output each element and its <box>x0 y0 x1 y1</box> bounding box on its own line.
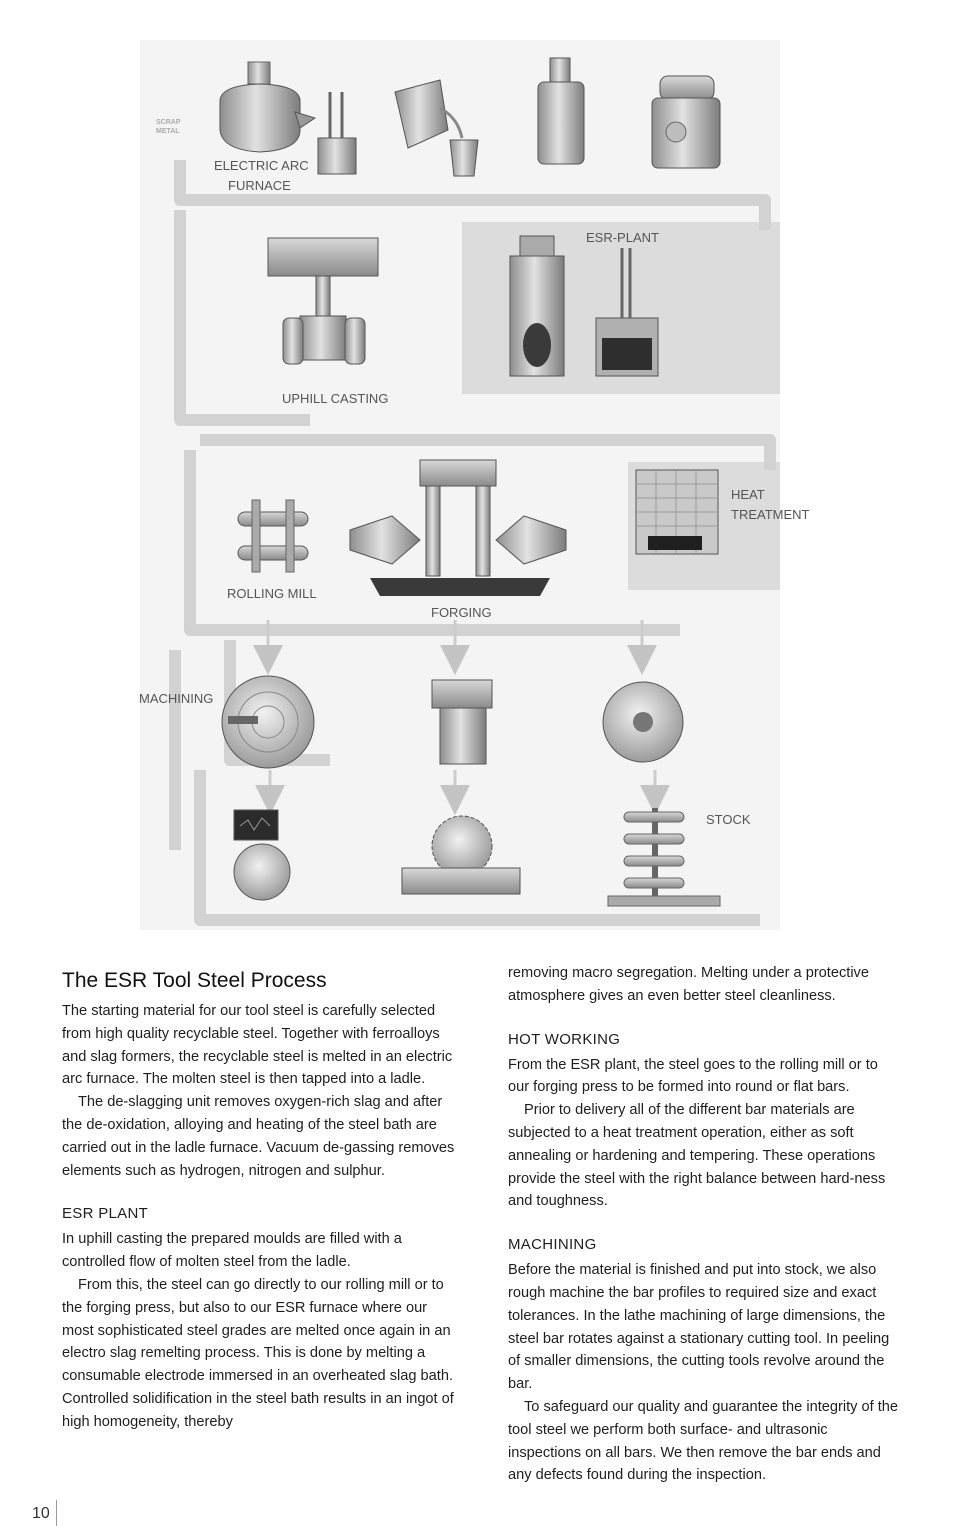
uphill-casting-label: UPHILL CASTING <box>282 391 389 406</box>
intro-paragraph-1: The starting material for our tool steel… <box>62 1003 453 1088</box>
peeling-machine-illustration <box>431 679 493 765</box>
uphill-casting-illustration <box>267 237 379 365</box>
machining-label: MACHINING <box>139 691 214 706</box>
machining-paragraph-2: To safeguard our quality and guarantee t… <box>508 1398 899 1484</box>
esr-paragraph-1: In uphill casting the prepared moulds ar… <box>62 1231 402 1271</box>
electric-arc-furnace-label: ELECTRIC ARC FURNACE <box>214 158 309 193</box>
vacuum-degassing-illustration <box>537 57 585 165</box>
ultrasonic-inspection-illustration <box>233 809 291 901</box>
esr-paragraph-3: removing macro segregation. Melting unde… <box>508 965 869 1004</box>
article-left-column: The ESR Tool Steel Process The starting … <box>62 968 462 1434</box>
stock-rack-illustration <box>607 808 721 907</box>
hot-working-paragraph-2: Prior to delivery all of the different b… <box>508 1102 886 1210</box>
esr-plant-illustration <box>509 235 659 377</box>
lathe-illustration <box>221 675 315 769</box>
flow-arrows <box>253 620 670 815</box>
page-number-divider <box>56 1500 57 1526</box>
machining-paragraph-1: Before the material is finished and put … <box>508 1262 890 1393</box>
heat-treatment-illustration <box>635 469 719 555</box>
forging-press-illustration <box>349 459 567 596</box>
stock-label: STOCK <box>706 812 751 827</box>
chuck-illustration <box>602 681 684 763</box>
machining-heading: MACHINING <box>508 1236 597 1254</box>
rolling-mill-label: ROLLING MILL <box>227 586 317 601</box>
ladle-furnace-illustration <box>651 75 721 169</box>
hot-working-paragraph-1: From the ESR plant, the steel goes to th… <box>508 1056 878 1096</box>
electric-arc-furnace-illustration <box>219 61 357 175</box>
page-number: 10 <box>32 1505 50 1522</box>
esr-plant-heading: ESR PLANT <box>62 1205 149 1223</box>
article-title: The ESR Tool Steel Process <box>62 969 327 992</box>
forging-label: FORGING <box>431 605 492 620</box>
esr-plant-label: ESR-PLANT <box>586 230 659 245</box>
process-diagram: SCRAP METAL <box>139 40 810 930</box>
heat-treatment-label: HEAT TREATMENT <box>731 487 810 522</box>
saw-illustration <box>401 815 521 895</box>
ladle-illustration <box>394 79 479 177</box>
rolling-mill-illustration <box>237 499 309 573</box>
intro-paragraph-2: The de-slagging unit removes oxygen-rich… <box>62 1094 455 1179</box>
flow-bands <box>169 160 776 926</box>
esr-paragraph-2: From this, the steel can go directly to … <box>62 1276 454 1430</box>
hot-working-heading: HOT WORKING <box>508 1030 621 1048</box>
article-right-column: removing macro segregation. Melting unde… <box>508 962 900 1487</box>
process-flow-illustration: SCRAP METAL <box>140 40 780 930</box>
scrap-metal-label: SCRAP METAL <box>156 119 182 135</box>
